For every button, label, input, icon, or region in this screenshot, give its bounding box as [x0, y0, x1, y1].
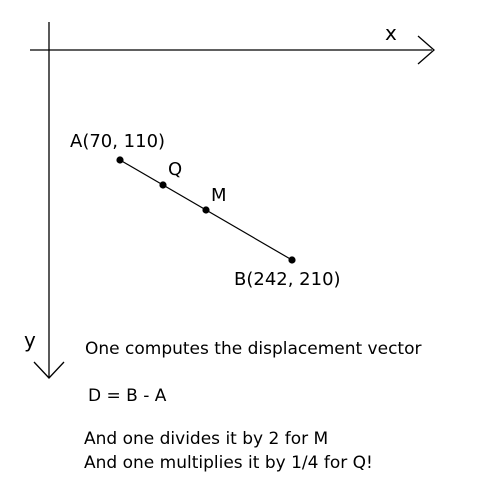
point-b [288, 256, 296, 264]
point-m [202, 206, 210, 214]
point-q [159, 181, 167, 189]
note-line-3: And one divides it by 2 for M [84, 429, 328, 449]
note-line-1: One computes the displacement vector [85, 339, 421, 359]
x-axis-label: x [385, 21, 397, 45]
note-line-4: And one multiplies it by 1/4 for Q! [84, 453, 373, 473]
point-q-label: Q [168, 159, 182, 180]
y-axis-arrowhead [33, 361, 65, 379]
note-line-2: D = B - A [88, 386, 167, 406]
point-b-label: B(242, 210) [234, 269, 341, 290]
point-a [116, 156, 124, 164]
point-m-label: M [211, 185, 227, 206]
y-axis-label: y [24, 328, 36, 352]
x-axis-arrowhead [417, 35, 435, 65]
point-a-label: A(70, 110) [70, 131, 165, 152]
